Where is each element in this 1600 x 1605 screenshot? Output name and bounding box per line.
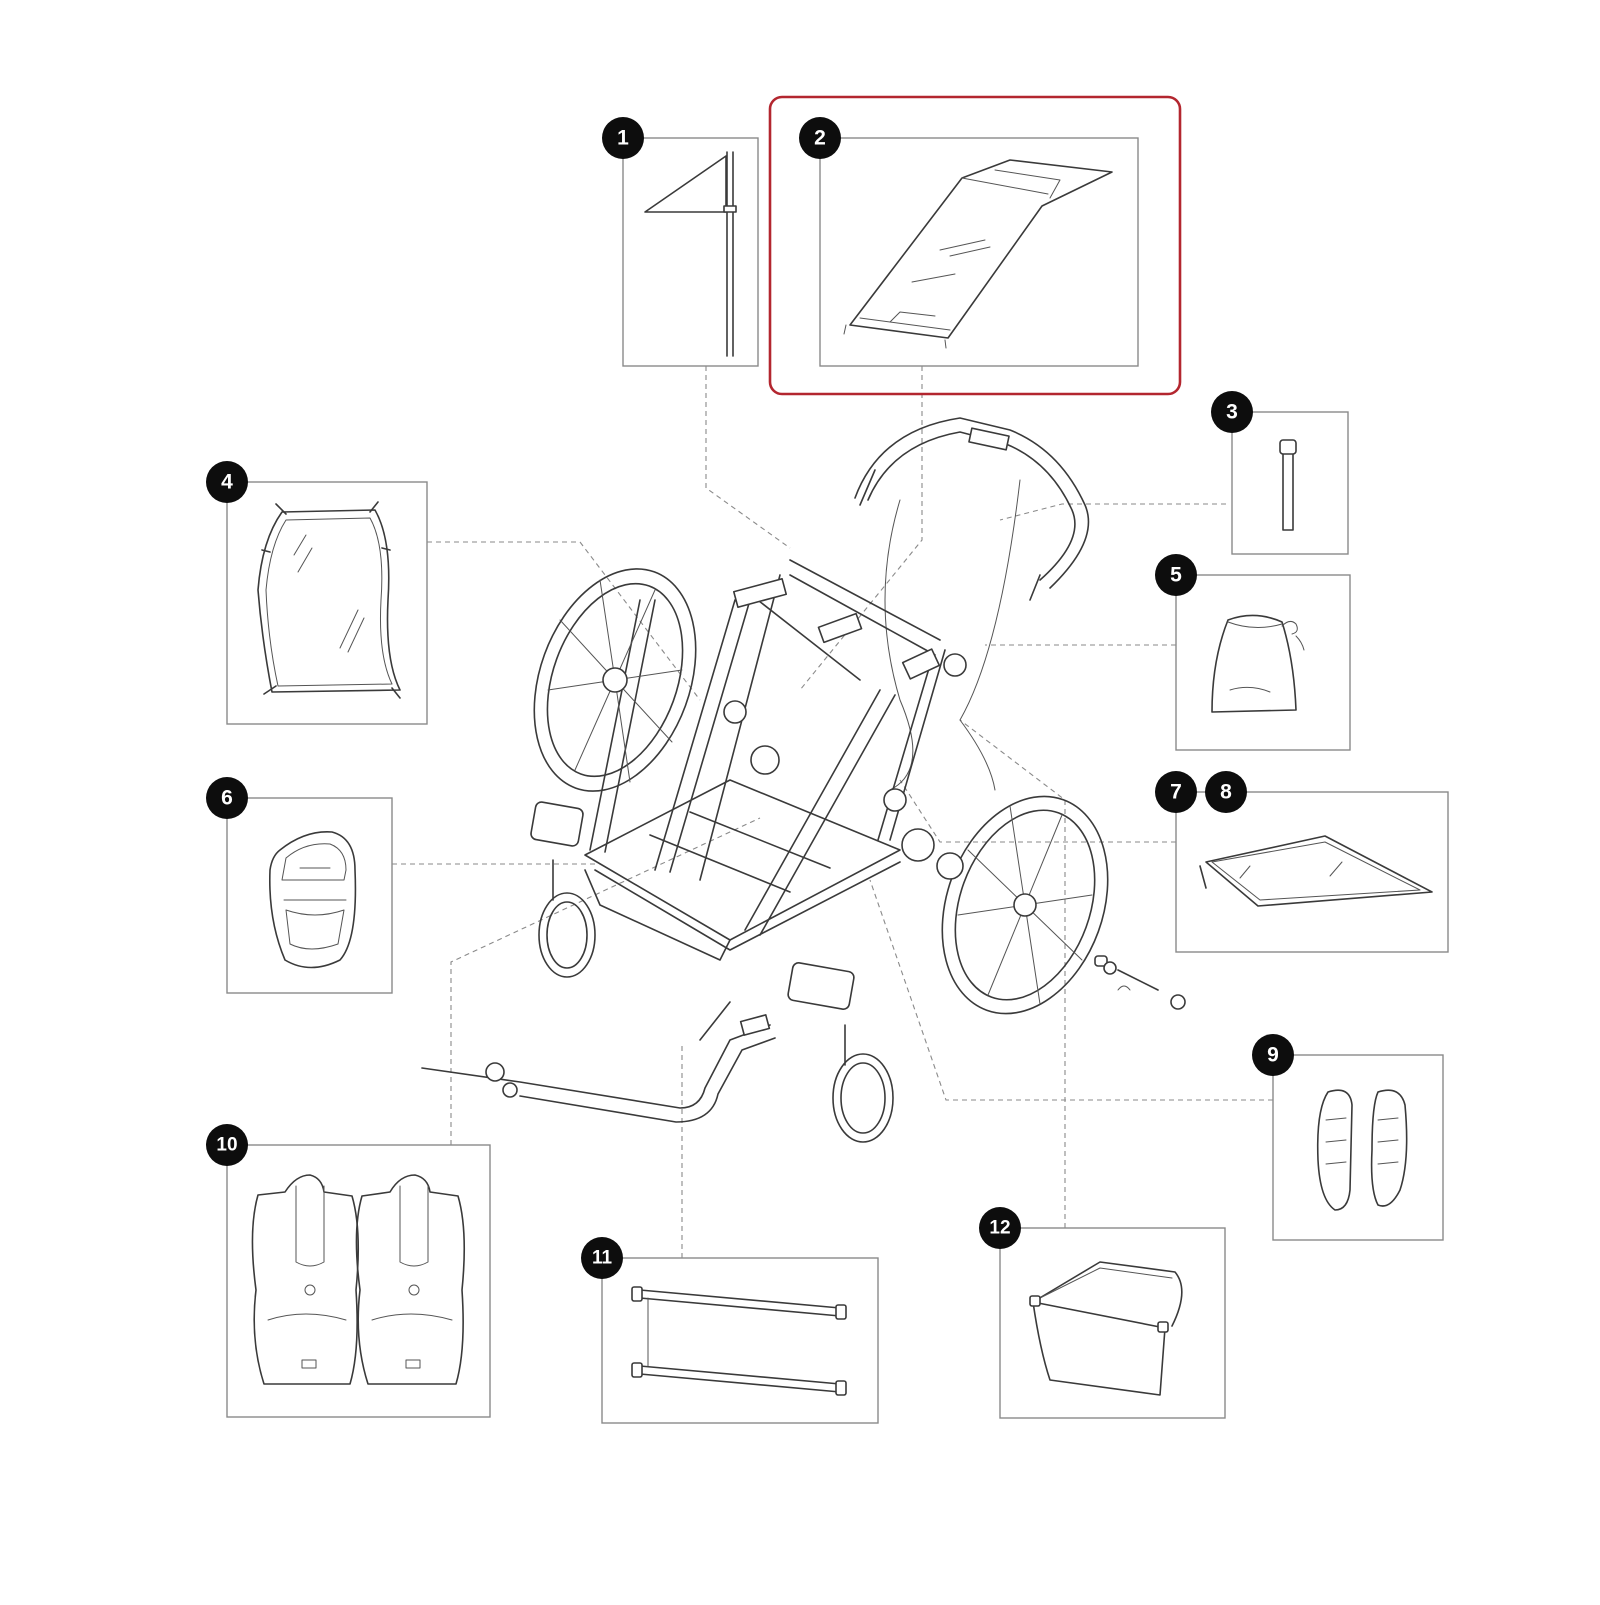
selected-part-highlight <box>768 95 1182 396</box>
svg-text:12: 12 <box>989 1218 1010 1239</box>
leader-lines <box>392 366 1273 1258</box>
seat-pad-icon <box>268 831 357 969</box>
storage-bag-icon <box>1211 614 1305 713</box>
part-7-8 <box>1175 791 1449 953</box>
sunshade-bars-icon <box>631 1286 847 1396</box>
svg-text:1: 1 <box>617 127 629 150</box>
part-1 <box>622 137 759 367</box>
badge-8: 8 <box>1205 771 1247 813</box>
badge-3: 3 <box>1211 391 1253 433</box>
badges: 1 2 3 4 5 7 8 6 <box>206 117 1294 1279</box>
svg-text:6: 6 <box>221 787 233 810</box>
badge-1: 1 <box>602 117 644 159</box>
svg-text:3: 3 <box>1226 401 1238 424</box>
badge-7: 7 <box>1155 771 1197 813</box>
badge-5: 5 <box>1155 554 1197 596</box>
part-5 <box>1175 574 1351 751</box>
rain-cover-icon <box>257 501 401 699</box>
badge-2: 2 <box>799 117 841 159</box>
svg-text:11: 11 <box>592 1248 613 1269</box>
svg-text:5: 5 <box>1170 564 1182 587</box>
badge-10: 10 <box>206 1124 248 1166</box>
part-11 <box>601 1257 879 1424</box>
svg-text:4: 4 <box>221 471 233 494</box>
part-3 <box>1231 411 1349 555</box>
badge-4: 4 <box>206 461 248 503</box>
svg-text:7: 7 <box>1170 781 1182 804</box>
part-12 <box>999 1227 1226 1419</box>
flag-icon <box>644 151 737 357</box>
window-panel-icon <box>1199 835 1433 907</box>
badge-12: 12 <box>979 1207 1021 1249</box>
stroller-frame <box>421 417 1186 1143</box>
part-2 <box>768 95 1182 396</box>
badge-6: 6 <box>206 777 248 819</box>
side-pads-icon <box>1316 1089 1408 1211</box>
part-6 <box>226 797 393 994</box>
svg-text:2: 2 <box>814 127 826 150</box>
badge-11: 11 <box>581 1237 623 1279</box>
part-9 <box>1272 1054 1444 1241</box>
part-10 <box>226 1144 491 1418</box>
svg-text:9: 9 <box>1267 1044 1279 1067</box>
badge-9: 9 <box>1252 1034 1294 1076</box>
double-seat-pad-icon <box>251 1174 466 1385</box>
svg-text:8: 8 <box>1220 781 1232 804</box>
strap-icon <box>1279 439 1297 531</box>
storage-basket-icon <box>1029 1261 1183 1396</box>
svg-text:10: 10 <box>216 1135 237 1156</box>
canopy-cover-icon <box>843 159 1113 349</box>
part-4 <box>226 481 428 725</box>
